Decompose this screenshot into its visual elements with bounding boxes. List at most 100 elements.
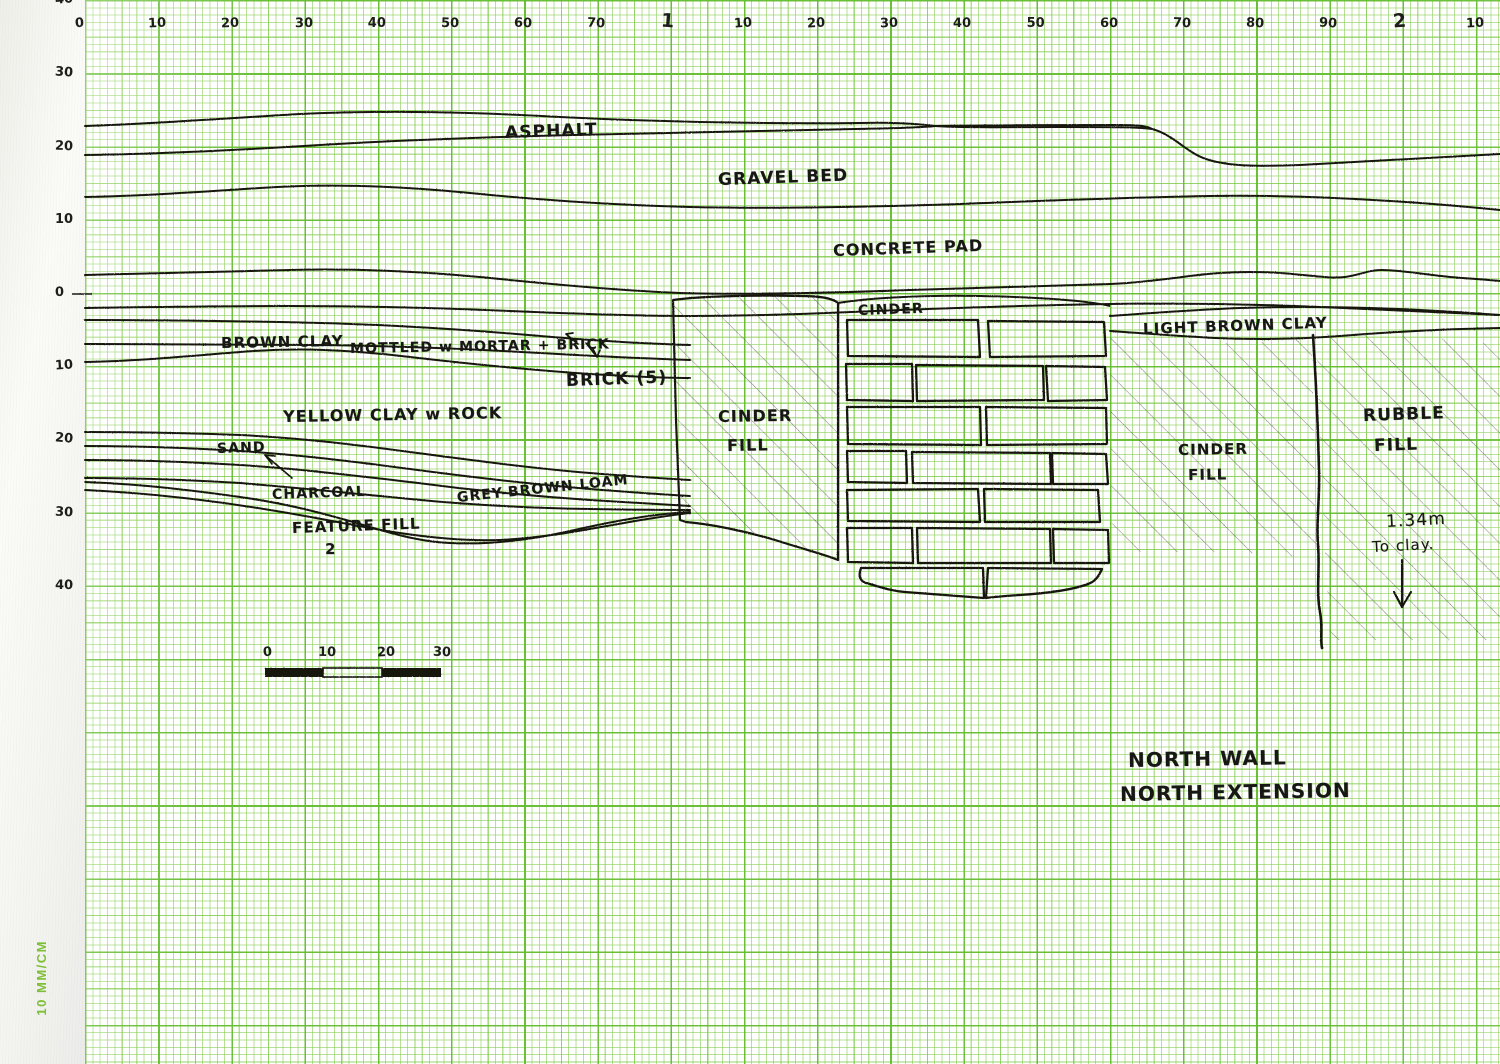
x-axis-tick-label: 10 — [733, 15, 753, 32]
cinder-fill-east — [1110, 334, 1316, 560]
x-axis-tick-label: 1 — [659, 9, 675, 33]
brick — [845, 526, 915, 565]
x-axis-tick-label: 80 — [1245, 15, 1265, 32]
y-axis-tick-label: 0 — [54, 284, 65, 301]
scale-bar-tick-label: 0 — [262, 644, 273, 661]
y-axis-tick-label: 40 — [54, 577, 74, 593]
brick — [845, 449, 909, 485]
x-axis-tick-label: 50 — [440, 15, 460, 32]
brick — [845, 487, 982, 524]
cinder-fill-west — [671, 294, 840, 562]
strata-label: CINDER — [717, 405, 793, 426]
scale-bar-tick-label: 30 — [432, 644, 452, 661]
brick5-arrow-up-left — [565, 332, 579, 345]
drawing-title-line2: NORTH EXTENSION — [1119, 777, 1351, 806]
layer-loam-base — [84, 489, 691, 542]
charcoal-arrow-head — [264, 454, 276, 465]
cinder-lens-top — [837, 294, 1111, 307]
brick — [845, 318, 982, 359]
x-axis-tick-label: 20 — [806, 15, 826, 32]
y-axis-tick-label: 10 — [54, 357, 74, 374]
rubble-cut-edge — [1311, 333, 1324, 650]
drawing-title-line1: NORTH WALL — [1127, 745, 1287, 772]
x-axis-tick-label: 40 — [953, 15, 972, 32]
brick — [910, 450, 1053, 486]
brick — [915, 526, 1053, 565]
scale-bar — [265, 667, 441, 678]
strata-label: FILL — [1187, 465, 1228, 484]
x-axis-tick-label: 20 — [221, 15, 240, 32]
brick5-arrow-down — [585, 342, 601, 358]
brick — [982, 487, 1102, 524]
strata-label: FILL — [1373, 434, 1419, 456]
depth-caption: To clay. — [1371, 534, 1435, 556]
layer-loam-top — [84, 477, 691, 511]
layer-lightbrownclay-base — [1109, 327, 1500, 341]
strata-label: RUBBLE — [1362, 403, 1446, 426]
strata-label: YELLOW CLAY w ROCK — [282, 403, 503, 426]
rubble-fill — [1316, 333, 1500, 640]
brick-wall — [844, 318, 1111, 600]
x-axis-tick-label: 10 — [147, 15, 167, 32]
x-axis-tick-label: 60 — [1099, 15, 1119, 32]
brick-footing — [984, 566, 1104, 600]
layer-sand-base — [84, 445, 691, 497]
x-axis-tick-label: 60 — [513, 15, 533, 32]
y-axis-tick-label: 10 — [55, 211, 74, 227]
layer-gravel-top-right — [934, 123, 1153, 130]
y-axis-tick-label: 20 — [54, 430, 74, 448]
charcoal-arrow-shaft — [264, 454, 293, 479]
layer-yellowclay-top — [84, 348, 691, 379]
brick — [984, 405, 1109, 447]
strata-label: 2 — [325, 540, 337, 558]
scale-bar-tick-label: 20 — [376, 644, 396, 661]
y-axis-tick-label: 30 — [54, 64, 74, 82]
strata-label: CINDER — [857, 300, 925, 319]
layer-gravel-base — [84, 184, 1500, 211]
y-axis-tick-label: 20 — [54, 138, 74, 154]
strata-label: CINDER — [1177, 439, 1249, 459]
scale-bar-tick-label: 10 — [317, 644, 337, 661]
x-axis-tick-label: 70 — [587, 15, 606, 32]
brick — [986, 319, 1108, 359]
layer-charcoal — [84, 459, 691, 507]
strata-lines — [84, 110, 1500, 545]
depth-measurement: 1.34m — [1385, 508, 1447, 532]
brick — [914, 363, 1046, 403]
x-axis-tick-label: 70 — [1172, 15, 1192, 32]
x-axis-tick-label: 40 — [367, 16, 386, 31]
strata-label: SAND — [216, 439, 266, 457]
strata-label: FILL — [726, 435, 769, 455]
layer-concrete-top — [84, 268, 1500, 295]
strata-label: ASPHALT — [504, 119, 598, 143]
strata-label: BRICK (5) — [565, 367, 668, 391]
brick — [844, 362, 915, 403]
x-axis-tick-label: 2 — [1391, 9, 1407, 33]
x-axis-tick-label: 10 — [1465, 15, 1485, 32]
layer-asphalt-base — [84, 125, 936, 156]
x-axis-tick-label: 0 — [74, 15, 85, 32]
brick — [1050, 451, 1110, 486]
brick — [1051, 527, 1111, 565]
layer-brick5-base — [84, 343, 691, 361]
x-axis-tick-label: 30 — [879, 15, 899, 32]
strata-label: BROWN CLAY — [220, 331, 344, 352]
x-axis-tick-label: 90 — [1318, 15, 1338, 32]
layer-brownclay-base — [84, 319, 691, 346]
strata-lines-right — [1109, 305, 1500, 341]
paper-left-margin — [0, 0, 85, 1064]
layer-asphalt-top — [84, 110, 1500, 167]
leader-arrows — [264, 332, 1413, 609]
layer-sand-top — [84, 431, 691, 481]
y-axis-tick-label: 30 — [54, 504, 74, 521]
strata-label: CHARCOAL — [271, 483, 367, 503]
brick-footing — [858, 566, 986, 600]
brick — [1044, 364, 1109, 403]
x-axis-tick-label: 50 — [1026, 16, 1045, 31]
layer-lightbrownclay-top — [1109, 305, 1500, 317]
depth-arrow-head — [1392, 590, 1413, 609]
feature-fill-2-cut — [84, 481, 691, 545]
brick — [845, 405, 983, 447]
